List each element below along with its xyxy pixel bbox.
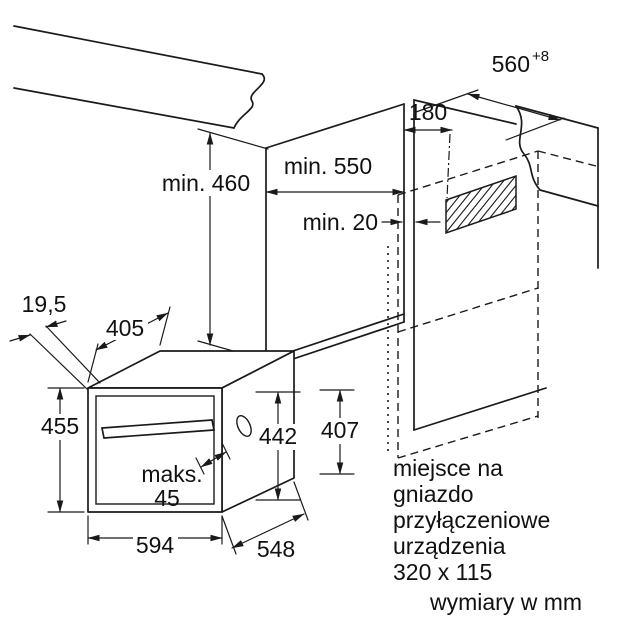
hidden-bottom-edge	[397, 415, 539, 459]
dim-rear-clearance-label: min. 20	[303, 209, 378, 235]
dim-rear-height-label: 407	[321, 417, 359, 443]
extension-line	[197, 128, 269, 150]
label-backdrop	[133, 534, 178, 558]
extension-line	[195, 457, 205, 475]
counter-right	[515, 105, 599, 269]
counter-left-bottom-edge	[13, 87, 235, 129]
rear-wall	[413, 99, 547, 431]
wall-bottom-edge	[413, 387, 547, 431]
counter-right-front-edge	[539, 189, 599, 207]
dim-appliance-depth-label: 548	[257, 536, 295, 562]
dim-niche-width: 560 +8	[415, 48, 565, 141]
extension-line	[293, 481, 309, 521]
note-line-2: gniazdo	[393, 481, 474, 507]
dim-rear-height: 407	[318, 389, 363, 475]
dim-door-protrusion-value: 45	[154, 485, 180, 511]
label-backdrop	[102, 316, 148, 340]
label-backdrop	[38, 414, 83, 440]
dim-socket-offset-label: 180	[409, 99, 447, 125]
hidden-top-edge	[397, 150, 539, 196]
units-note: wymiary w mm	[429, 589, 582, 615]
dim-niche-depth-label: min. 550	[284, 153, 372, 179]
dimension-arrow-left	[9, 334, 31, 342]
extension-line	[446, 133, 451, 199]
counter-left-top-edge	[13, 25, 263, 75]
hidden-top-extension	[537, 150, 597, 167]
extension-line	[29, 333, 89, 391]
dim-top-depth-label: 405	[106, 315, 144, 341]
dim-door-protrusion-word: maks.	[141, 461, 202, 487]
note-line-1: miejsce na	[393, 455, 503, 481]
socket-zone-outline	[445, 174, 517, 235]
dimension-arrow	[231, 513, 305, 549]
label-backdrop	[318, 418, 363, 444]
extension-line	[45, 325, 101, 384]
dim-cavity-height-label: 442	[259, 423, 297, 449]
oven-drawing: 19,5 405 455 442 407	[9, 291, 363, 562]
dim-cavity-height: 442	[255, 391, 301, 501]
dim-socket-offset: 180	[403, 99, 453, 199]
counter-left	[13, 25, 266, 129]
counter-left-tear-edge	[233, 73, 266, 129]
hidden-shelf-edge	[397, 287, 539, 333]
dim-front-height: 455	[38, 387, 85, 513]
dim-rear-clearance: min. 20	[303, 209, 441, 235]
oven-door-outline	[95, 395, 215, 505]
dim-front-height-label: 455	[41, 413, 79, 439]
label-backdrop	[254, 538, 299, 562]
dim-appliance-depth: 548	[221, 481, 309, 562]
dim-top-depth: 405	[87, 306, 171, 383]
dim-door-protrusion: maks. 45	[141, 442, 231, 511]
label-backdrop	[153, 170, 259, 196]
dim-appliance-width-label: 594	[136, 532, 175, 558]
niche-opening	[265, 103, 405, 369]
counter-right-top-edge	[515, 105, 599, 129]
dim-niche-height-label: min. 460	[162, 170, 250, 196]
dim-top-inset-label: 19,5	[22, 291, 67, 317]
dim-niche-height: min. 460	[153, 128, 269, 362]
label-backdrop	[256, 424, 301, 450]
dim-top-inset: 19,5	[9, 291, 101, 391]
note-line-4: urządzenia	[393, 533, 506, 559]
adjacent-cabinet-hidden-lines	[397, 150, 597, 459]
socket-note: miejsce na gniazdo przyłączeniowe urządz…	[393, 455, 550, 585]
note-line-3: przyłączeniowe	[393, 507, 550, 533]
niche-top-edge	[265, 103, 405, 149]
dim-niche-width-tolerance-label: +8	[532, 48, 549, 65]
extension-line	[221, 442, 231, 460]
dim-niche-width-label: 560	[492, 51, 530, 77]
extension-line	[221, 515, 237, 555]
note-line-5: 320 x 115	[393, 559, 492, 585]
dimension-arrow-right	[45, 320, 67, 328]
dim-appliance-width: 594	[87, 515, 223, 558]
oven-side-vent	[236, 415, 252, 437]
oven-front-face	[87, 387, 223, 513]
counter-right-tear-edge	[515, 105, 541, 191]
dimension-arrow	[467, 93, 561, 121]
dimension-arrow	[200, 451, 227, 468]
dim-niche-depth: min. 550	[265, 153, 405, 196]
extension-line	[505, 117, 565, 141]
oven-door-handle	[101, 419, 215, 439]
